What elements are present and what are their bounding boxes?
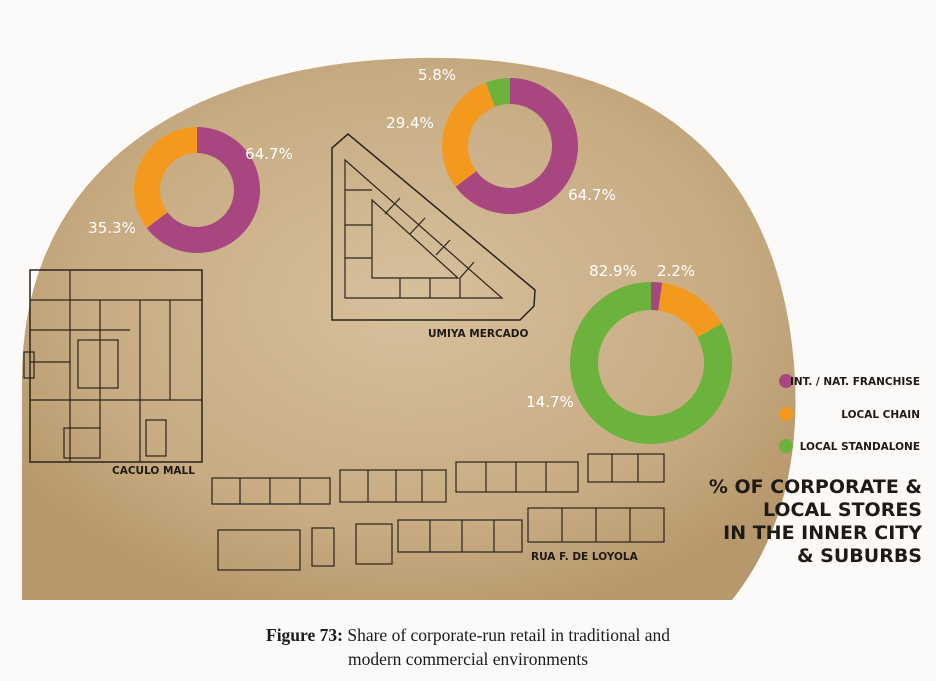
donut-1-label-local-chain: 29.4% [386, 114, 434, 132]
donut-1-segment-local-standalone [485, 78, 510, 107]
donut-1-label-franchise: 64.7% [568, 186, 616, 204]
title-line-4: & SUBURBS [797, 545, 922, 567]
caption-line-1: Figure 73: Share of corporate-run retail… [0, 623, 936, 647]
donut-2-segment-franchise [651, 282, 663, 311]
caption-figure-label: Figure 73: [266, 625, 343, 645]
donut-1-segment-local-chain [442, 82, 496, 187]
donut-1-segment-franchise [455, 78, 578, 215]
donut-1-label-local-standalone: 5.8% [418, 66, 456, 84]
donut-2-segment-local-standalone [570, 282, 732, 444]
donut-2-segment-local-chain [658, 282, 722, 338]
title-line-2: LOCAL STORES [763, 499, 922, 521]
legend-label-franchise: INT. / NAT. FRANCHISE [790, 376, 920, 388]
donut-chart-caculo: 64.7% 35.3% [88, 127, 293, 254]
donut-2-label-local-standalone: 82.9% [589, 262, 637, 280]
donut-2-label-franchise: 2.2% [657, 262, 695, 280]
legend-label-local-chain: LOCAL CHAIN [841, 409, 920, 421]
legend-swatch-franchise [779, 374, 793, 388]
donut-0-segment-franchise [146, 127, 260, 254]
donut-0-segment-local-chain [133, 127, 197, 228]
title-line-1: % OF CORPORATE & [709, 476, 922, 498]
chart-title: % OF CORPORATE & LOCAL STORES IN THE INN… [709, 476, 922, 567]
legend-label-local-standalone: LOCAL STANDALONE [800, 441, 920, 453]
caption-line-2: modern commercial environments [347, 649, 589, 669]
donut-chart-inner-city: 2.2% 14.7% 82.9% [526, 262, 732, 444]
title-line-3: IN THE INNER CITY [723, 522, 922, 544]
legend: INT. / NAT. FRANCHISE LOCAL CHAIN LOCAL … [779, 374, 920, 453]
map-label-caculo: CACULO MALL [112, 465, 195, 477]
map-label-umiya: UMIYA MERCADO [428, 328, 529, 340]
parchment-background [22, 57, 796, 600]
caption-text-1: Share of corporate-run retail in traditi… [347, 625, 670, 645]
donut-0-label-franchise: 64.7% [245, 145, 293, 163]
umiya-mercado-plan [331, 133, 536, 321]
map-label-rua: RUA F. DE LOYOLA [531, 551, 639, 563]
caculo-mall-plan [23, 269, 203, 463]
rua-loyola-plan [211, 453, 665, 571]
donut-2-label-local-chain: 14.7% [526, 393, 574, 411]
legend-swatch-local-chain [779, 407, 793, 421]
legend-swatch-local-standalone [779, 439, 793, 453]
donut-chart-umiya: 64.7% 29.4% 5.8% [386, 66, 616, 215]
figure-caption: Figure 73: Share of corporate-run retail… [0, 623, 936, 671]
donut-0-label-local-chain: 35.3% [88, 219, 136, 237]
